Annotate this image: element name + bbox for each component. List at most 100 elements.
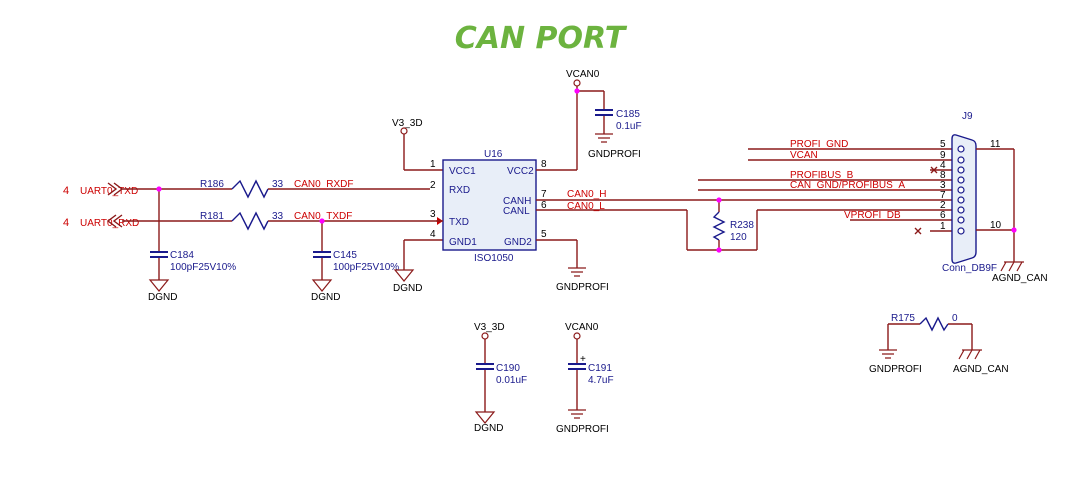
pin-number: 2 [940,200,946,211]
port-txd-label: UART0_TXD [80,186,138,197]
port-txd-sheet-number: 4 [63,185,69,197]
pin-name: GND1 [449,237,477,248]
pin-number: 7 [940,190,946,201]
pin-number: 5 [541,229,547,240]
vcan0-supply: VCAN0 C185 0.1uF GNDPROFI [536,69,642,171]
r238-ref: R238 [730,220,754,231]
pin-number: 3 [940,180,946,191]
pin-number: 6 [541,200,547,211]
pin-number: 4 [940,160,946,171]
r175-ref: R175 [891,313,915,324]
wire-uart0-rxd: R181 33 CAN0_TXDF [122,211,443,231]
pin-number: 7 [541,189,547,200]
net-can-gnd-profibus-a: CAN_GND/PROFIBUS_A [790,180,905,191]
gndprofi-symbol-icon [568,267,586,277]
pin-name: TXD [449,217,469,228]
ic-body [442,159,537,251]
vcan0-label: VCAN0 [566,69,600,80]
agnd-can-label: AGND_CAN [992,273,1048,284]
capacitor-c191-group: VCAN0 + C191 4.7uF GNDPROFI [556,322,614,435]
pin-number: 8 [940,170,946,181]
dgnd-label: DGND [148,292,177,303]
dgnd-label: DGND [311,292,340,303]
gndprofi-label: GNDPROFI [556,282,609,293]
ic-part: ISO1050 [474,253,514,264]
gndprofi-symbol-icon [568,409,586,419]
gndprofi-label: GNDPROFI [869,364,922,375]
c185-ref: C185 [616,109,640,120]
pin-name: VCC1 [449,166,476,177]
c185-value: 0.1uF [616,121,642,132]
pin-name: VCC2 [507,166,534,177]
v3-3d-label: V3_3D [392,118,423,129]
pin-number: 2 [430,180,436,191]
dgnd-symbol-icon [393,269,415,282]
port-rxd-label: UART0_RXD [80,218,139,229]
schematic-title: CAN PORT [455,21,628,56]
connector-j9: J9 5 9 4 8 3 7 2 6 1 11 10 Conn_DB9F AGN… [940,111,1048,284]
resistor-r186 [231,179,269,199]
c190-ref: C190 [496,363,520,374]
port-uart0-txd: 4 UART0_TXD [63,182,138,197]
pin-number: 4 [430,229,436,240]
r186-ref: R186 [200,179,224,190]
wire-uart0-txd: R186 33 CAN0_RXDF [122,179,430,199]
can-bus-lines: CAN0_H CAN0_L R238 120 [536,189,958,253]
net-can0-l: CAN0_L [567,201,605,212]
r181-ref: R181 [200,211,224,222]
shell-pin-number: 11 [990,139,1001,150]
pin-name: CANL [503,206,530,217]
net-can0-rxdf: CAN0_RXDF [294,179,353,190]
net-profibus-b: PROFIBUS_B [790,170,854,181]
agnd-symbol-icon [958,349,982,360]
net-can0-h: CAN0_H [567,189,606,200]
v3-3d-supply: V3_3D [392,118,443,171]
dgnd-label: DGND [393,283,422,294]
no-connect-icon [914,227,922,235]
port-rxd-sheet-number: 4 [63,217,69,229]
vcan0-label: VCAN0 [565,322,599,333]
c145-value: 100pF25V10% [333,262,399,273]
ic-ref: U16 [484,149,503,160]
resistor-r175 [919,316,949,332]
r238-value: 120 [730,232,747,243]
power-port-icon [573,79,581,87]
r181-value: 33 [272,211,284,222]
dgnd-symbol-icon [311,279,333,292]
c145-ref: C145 [333,250,357,261]
ic-u16: U16 ISO1050 1 VCC1 2 RXD 3 TXD 4 GND1 8 … [430,149,547,264]
capacitor-c190-group: V3_3D C190 0.01uF DGND [474,322,527,434]
v3-3d-label: V3_3D [474,322,505,333]
power-port-icon [573,332,581,340]
resistor-r175-group: R175 0 GNDPROFI AGND_CAN [869,313,1009,375]
c191-value: 4.7uF [588,375,614,386]
pin-name: GND2 [504,237,532,248]
polarity-mark: + [580,354,586,365]
gndprofi-label: GNDPROFI [556,424,609,435]
gndprofi-symbol-icon [879,349,897,359]
junction-dot [1011,227,1017,233]
pin-number: 9 [940,150,946,161]
capacitor-c145: C145 100pF25V10% DGND [311,218,399,303]
resistor-r181 [231,211,269,231]
j9-part: Conn_DB9F [942,263,997,274]
agnd-symbol-icon [1000,261,1024,272]
pin-name: RXD [449,185,470,196]
c184-ref: C184 [170,250,194,261]
dgnd-label: DGND [474,423,503,434]
net-profi-gnd: PROFI_GND [790,139,848,150]
gndprofi-label: GNDPROFI [588,149,641,160]
pin-number: 5 [940,139,946,150]
r175-value: 0 [952,313,958,324]
c184-value: 100pF25V10% [170,262,236,273]
pin-name: CANH [503,196,531,207]
j9-ref: J9 [962,111,973,122]
c191-ref: C191 [588,363,612,374]
resistor-r238 [712,211,726,241]
port-uart0-rxd: 4 UART0_RXD [63,214,139,229]
net-vprofi-db: VPROFI_DB [844,210,901,221]
junction-dot [319,218,325,224]
pin-number: 8 [541,159,547,170]
pin-number: 1 [940,221,946,232]
